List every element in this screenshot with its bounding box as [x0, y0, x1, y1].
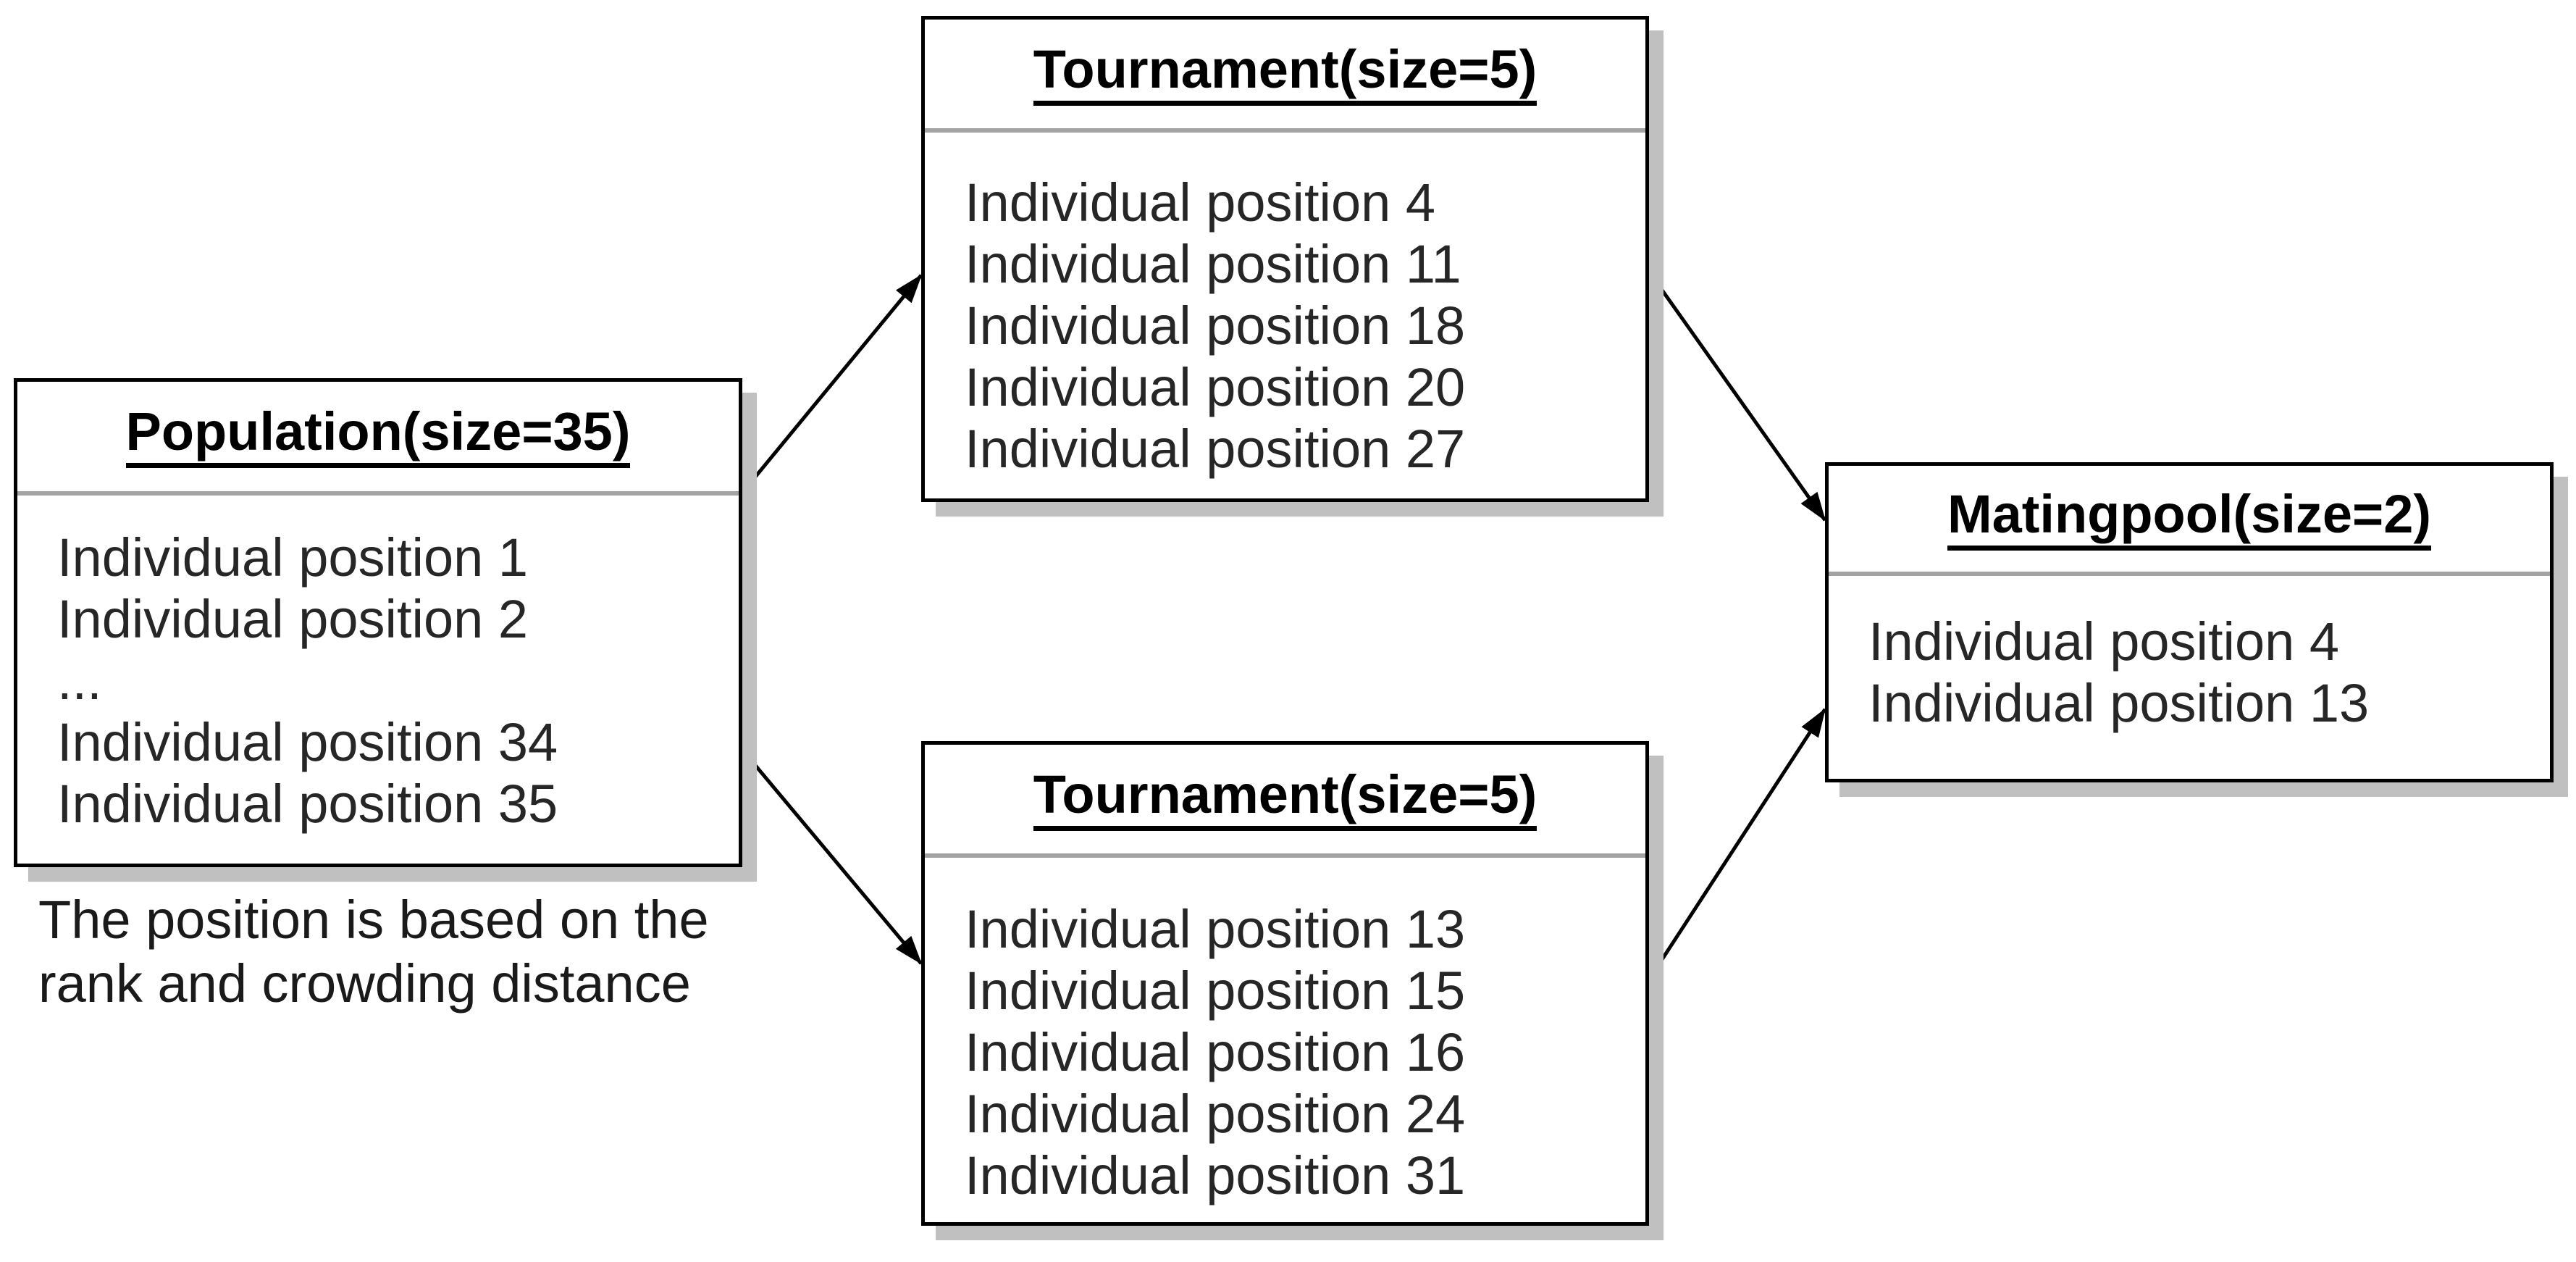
list-item: Individual position 15: [965, 961, 1466, 1021]
list-item: Individual position 27: [965, 419, 1466, 479]
arrow-population-to-tournament-top: [741, 274, 923, 494]
tournament-bottom-list: Individual position 13 Individual positi…: [925, 858, 1645, 1206]
tournament-bottom-separator: [925, 853, 1645, 858]
caption-line: The position is based on the: [38, 890, 709, 950]
list-item: Individual position 4: [965, 172, 1435, 233]
mating-pool-box: Mating pool (size = 2) Individual positi…: [1825, 462, 2554, 782]
list-item: Individual position 11: [965, 234, 1461, 294]
tournament-bottom-box: Tournament (size = 5) Individual positio…: [921, 741, 1649, 1226]
list-item: Individual position 20: [965, 357, 1466, 417]
population-box: Population (size = 35) Individual positi…: [14, 378, 742, 867]
arrow-tournament-top-to-mating-pool: [1647, 270, 1827, 522]
list-item: Individual position 1: [57, 527, 528, 588]
caption-line: rank and crowding distance: [38, 953, 691, 1014]
list-item: Individual position 24: [965, 1084, 1466, 1144]
list-item: Individual position 13: [1868, 673, 2370, 733]
arrow-tournament-bottom-to-mating-pool: [1647, 708, 1827, 981]
list-item: Individual position 16: [965, 1022, 1466, 1082]
list-item: Individual position 35: [57, 774, 558, 834]
list-item: Individual position 18: [965, 296, 1466, 356]
mating-pool-separator: [1829, 572, 2550, 576]
tournament-top-title: Tournament (size = 5): [925, 20, 1645, 128]
tournament-top-box: Tournament (size = 5) Individual positio…: [921, 16, 1649, 502]
caption: The position is based on the rank and cr…: [38, 888, 709, 1016]
list-item: Individual position 4: [1868, 611, 2339, 672]
population-separator: [17, 491, 739, 496]
population-title: Population (size = 35): [17, 382, 739, 491]
list-item-ellipsis: ...: [57, 651, 102, 711]
tournament-top-list: Individual position 4 Individual positio…: [925, 133, 1645, 480]
list-item: Individual position 2: [57, 589, 528, 649]
tournament-top-separator: [925, 128, 1645, 133]
list-item: Individual position 34: [57, 712, 558, 772]
arrow-population-to-tournament-bottom: [741, 748, 923, 965]
population-list: Individual position 1 Individual positio…: [17, 496, 739, 835]
tournament-bottom-title: Tournament (size = 5): [925, 745, 1645, 853]
list-item: Individual position 31: [965, 1145, 1466, 1205]
mating-pool-title: Mating pool (size = 2): [1829, 466, 2550, 572]
mating-pool-list: Individual position 4 Individual positio…: [1829, 576, 2550, 734]
list-item: Individual position 13: [965, 899, 1466, 959]
